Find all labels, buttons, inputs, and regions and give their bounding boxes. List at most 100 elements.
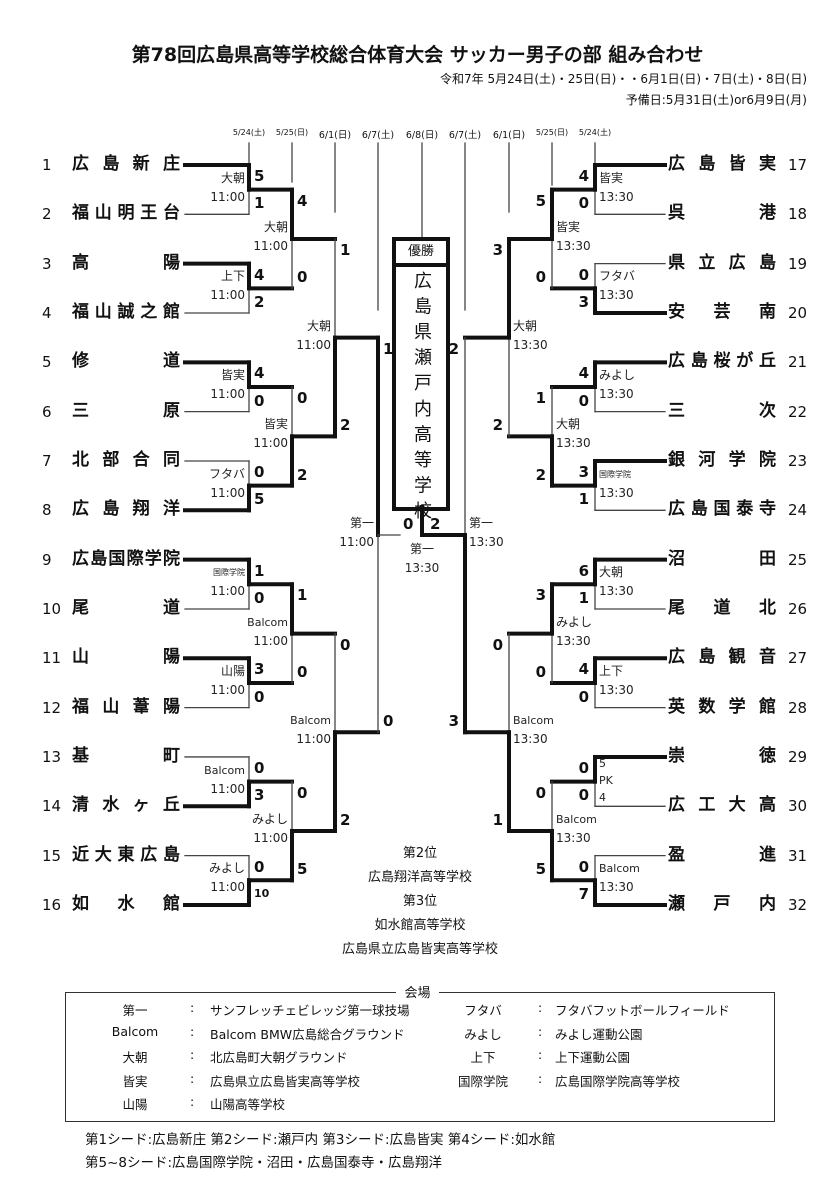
team-seed-number: 16 bbox=[42, 895, 62, 914]
venue-colon: : bbox=[538, 1047, 543, 1062]
score: 6 bbox=[578, 561, 589, 580]
round-date-label: 6/1(日) bbox=[492, 130, 526, 141]
kickoff-time: 13:30 bbox=[599, 682, 634, 697]
score: 0 bbox=[297, 783, 308, 802]
second-place-team: 広島翔洋高等学校 bbox=[367, 870, 472, 885]
team-name: 高陽 bbox=[72, 252, 180, 273]
score: 3 bbox=[578, 462, 589, 481]
score: 2 bbox=[340, 416, 351, 435]
team-seed-number: 3 bbox=[42, 254, 52, 273]
venue-name: みよし bbox=[599, 367, 636, 382]
team-seed-number: 2 bbox=[42, 205, 52, 224]
score: 0 bbox=[578, 687, 589, 706]
venue-colon: : bbox=[190, 1023, 195, 1039]
venue-name: Balcom bbox=[599, 862, 640, 876]
final-score: 0 bbox=[403, 515, 414, 533]
score: 10 bbox=[254, 886, 270, 900]
venue-name: みよし bbox=[556, 614, 593, 629]
venue-abbr: 上下 bbox=[470, 1050, 496, 1065]
team-name: 三原 bbox=[72, 400, 180, 421]
team-seed-number: 6 bbox=[42, 402, 52, 421]
kickoff-time: 13:30 bbox=[469, 534, 504, 549]
team-seed-number: 23 bbox=[788, 451, 808, 470]
team-name: 清水ヶ丘 bbox=[72, 795, 180, 816]
reserve-dates: 予備日:5月31日(土)or6月9日(月) bbox=[625, 93, 807, 107]
venue-full-name: みよし運動公園 bbox=[555, 1026, 643, 1042]
score: 7 bbox=[578, 884, 589, 903]
team-name: 県立広島 bbox=[668, 252, 776, 273]
venue-name: 大朝 bbox=[263, 219, 288, 234]
team-seed-number: 28 bbox=[788, 698, 808, 717]
team-seed-number: 20 bbox=[788, 303, 808, 322]
team-name: 北部合同 bbox=[72, 449, 180, 470]
round-date-label: 5/25(日) bbox=[535, 128, 569, 137]
venue-full-name: 広島県立広島皆実高等学校 bbox=[210, 1073, 361, 1089]
score: 0 bbox=[535, 783, 546, 802]
venue-colon: : bbox=[190, 1070, 195, 1086]
kickoff-time: 13:30 bbox=[599, 485, 634, 500]
score: 2 bbox=[340, 810, 351, 829]
kickoff-time: 13:30 bbox=[599, 288, 634, 303]
kickoff-time: 13:30 bbox=[556, 238, 591, 253]
venue-name: みよし bbox=[251, 811, 288, 826]
team-name: 広工大高 bbox=[668, 795, 776, 816]
venue-abbr: 大朝 bbox=[122, 1050, 148, 1065]
venue-colon: : bbox=[538, 1070, 543, 1086]
score: 0 bbox=[254, 687, 265, 706]
venue-name: Balcom bbox=[513, 714, 554, 728]
score: 4 bbox=[578, 364, 589, 383]
champion-label: 優勝 bbox=[396, 241, 446, 267]
third-place-team: 如水館高等学校 bbox=[374, 918, 466, 933]
score: 1 bbox=[492, 810, 503, 829]
team-seed-number: 4 bbox=[42, 303, 52, 322]
score: 5 bbox=[535, 191, 546, 210]
venue-full-name: 広島国際学院高等学校 bbox=[555, 1073, 681, 1089]
venue-name: 皆実 bbox=[263, 417, 288, 432]
team-name: 尾道北 bbox=[668, 597, 776, 618]
score: 0 bbox=[535, 662, 546, 681]
score: 2 bbox=[297, 465, 308, 484]
score: 0 bbox=[254, 758, 265, 777]
score: 5 bbox=[297, 860, 308, 879]
team-name: 広島観音 bbox=[668, 647, 776, 668]
kickoff-time: 13:30 bbox=[513, 732, 548, 747]
venue-abbr: フタバ bbox=[464, 1003, 502, 1018]
team-name: 英数学館 bbox=[668, 696, 776, 717]
kickoff-time: 11:00 bbox=[253, 830, 288, 845]
team-name: 銀河学院 bbox=[668, 449, 776, 470]
team-name: 近大東広島 bbox=[72, 844, 180, 865]
score: 4 bbox=[578, 167, 589, 185]
score: 3 bbox=[254, 786, 265, 805]
champion-box: 優勝 広島県瀬戸内高等学校 bbox=[392, 237, 450, 527]
venue-name: 皆実 bbox=[220, 367, 245, 382]
team-name: 如水館 bbox=[72, 893, 180, 914]
venue-name: フタバ bbox=[599, 269, 636, 284]
kickoff-time: 11:00 bbox=[210, 288, 245, 303]
score: 4 bbox=[254, 265, 265, 284]
kickoff-time: 13:30 bbox=[513, 337, 548, 352]
score: 0 bbox=[578, 857, 589, 876]
seed-line: 第5~8シード:広島国際学院・沼田・広島国泰寺・広島翔洋 bbox=[85, 1155, 443, 1171]
team-seed-number: 26 bbox=[788, 599, 808, 618]
kickoff-time: 11:00 bbox=[210, 189, 245, 204]
score: 1 bbox=[578, 588, 589, 607]
venue-name: 国際学院 bbox=[213, 568, 245, 578]
kickoff-time: 11:00 bbox=[210, 880, 245, 895]
score: 0 bbox=[535, 268, 546, 287]
score: 1 bbox=[340, 240, 351, 259]
score: 3 bbox=[448, 712, 459, 731]
venue-name: Balcom bbox=[556, 812, 597, 826]
